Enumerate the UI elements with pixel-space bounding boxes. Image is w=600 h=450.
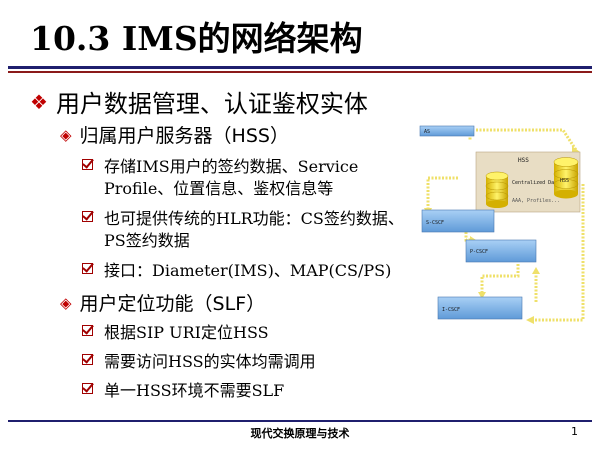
p-cscf-label: P-CSCF [470, 249, 488, 255]
hss-label: HSS [518, 157, 529, 164]
section-slf: ◈ 用户定位功能（SLF） [60, 289, 265, 316]
slide-title: 10.3 IMS的网络架构 [30, 19, 363, 58]
list-item: 也可提供传统的HLR功能：CS签约数据、PS签约数据 [82, 208, 422, 252]
s-cscf-node [421, 209, 495, 233]
db-subtitle: AAA, Profiles... [512, 198, 560, 204]
i-cscf-label: I-CSCF [442, 307, 460, 313]
main-bullet: ❖ 用户数据管理、认证鉴权实体 [30, 84, 368, 119]
checkbox-bullet-icon [82, 263, 93, 274]
checkbox-bullet-icon [82, 354, 93, 365]
checkbox-bullet-icon [82, 159, 93, 170]
section-label: 归属用户服务器（HSS） [79, 125, 289, 147]
footer-course-title: 现代交换原理与技术 [250, 427, 350, 440]
checkbox-bullet-icon [82, 325, 93, 336]
hss-database-icon [553, 157, 579, 199]
hss-db-label: HSS [560, 178, 569, 184]
ims-architecture-diagram: AS HSS Centralized Databases AAA, Profil… [419, 125, 585, 324]
list-item: 需要访问HSS的实体均需调用 [82, 351, 422, 373]
checkbox-bullet-icon [82, 383, 93, 394]
diamond-outline-bullet-icon: ◈ [60, 293, 72, 312]
section-label: 用户定位功能（SLF） [79, 293, 266, 315]
main-heading: 用户数据管理、认证鉴权实体 [55, 90, 368, 118]
footer-divider [8, 420, 592, 422]
db-title: Centralized Databases [512, 180, 575, 186]
list-item: 根据SIP URI定位HSS [82, 322, 422, 344]
as-node [419, 125, 475, 137]
section-hss: ◈ 归属用户服务器（HSS） [60, 121, 289, 148]
diamond-bullet-icon: ❖ [30, 89, 48, 114]
s-cscf-label: S-CSCF [426, 220, 444, 226]
list-item: 接口：Diameter(IMS)、MAP(CS/PS) [82, 260, 422, 282]
checkbox-bullet-icon [82, 211, 93, 222]
page-number: 1 [571, 425, 578, 438]
list-item: 单一HSS环境不需要SLF [82, 380, 422, 402]
list-item: 存储IMS用户的签约数据、Service Profile、位置信息、鉴权信息等 [82, 156, 422, 200]
database-icon [485, 171, 509, 208]
title-divider-accent [8, 71, 592, 73]
i-cscf-node [437, 296, 523, 320]
as-label: AS [424, 129, 430, 135]
diamond-outline-bullet-icon: ◈ [60, 125, 72, 144]
title-divider [8, 66, 592, 69]
p-cscf-node [465, 239, 537, 263]
